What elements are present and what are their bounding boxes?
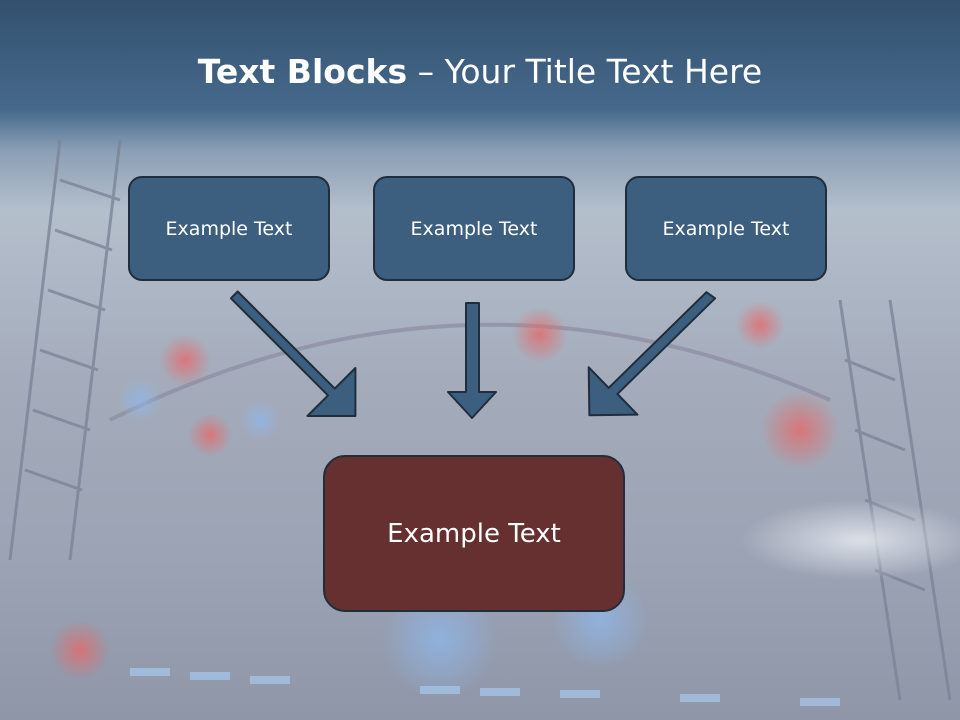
text-block-right[interactable]: Example Text [625,176,827,281]
slide-title: Text Blocks – Your Title Text Here [0,52,960,91]
text-block-target[interactable]: Example Text [323,455,625,612]
title-bold-part: Text Blocks [197,52,408,91]
title-regular-part: Your Title Text Here [444,52,763,91]
arrow-down [447,302,497,419]
text-block-center[interactable]: Example Text [373,176,575,281]
arrow-down-left [587,291,717,417]
text-block-left[interactable]: Example Text [128,176,330,281]
arrow-down-right [229,290,357,417]
title-dash: – [407,52,445,91]
